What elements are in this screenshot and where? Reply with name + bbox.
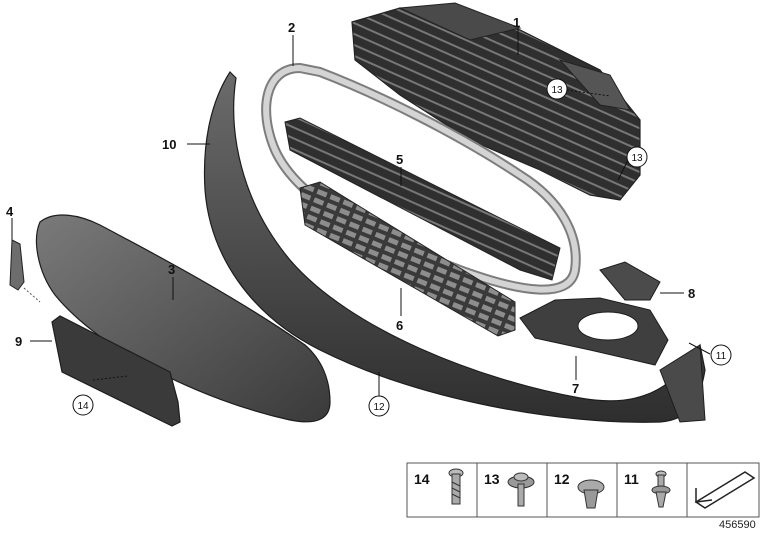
callout-1: 1 xyxy=(513,15,520,30)
svg-text:13: 13 xyxy=(551,85,563,96)
svg-text:13: 13 xyxy=(631,153,643,164)
grille-cover-part-8 xyxy=(599,261,661,301)
callout-13-lower: 13 xyxy=(626,146,648,168)
fog-lamp-frame-part-7 xyxy=(519,297,669,366)
fastener-legend: 14 13 12 11 xyxy=(406,462,760,518)
svg-text:11: 11 xyxy=(624,471,639,487)
radiator-grille-part-1 xyxy=(351,2,641,201)
grille-trim-ring-part-2 xyxy=(261,62,581,295)
callout-4: 4 xyxy=(6,204,14,219)
drawing-number: 456590 xyxy=(719,519,756,531)
callout-5: 5 xyxy=(396,152,403,167)
bumper-trim-part-10 xyxy=(203,71,706,423)
legend-item-14: 14 xyxy=(414,468,464,505)
washer-screw-icon xyxy=(507,472,535,507)
licence-plate-base-part-9 xyxy=(51,315,181,427)
svg-text:11: 11 xyxy=(716,351,727,362)
callout-3: 3 xyxy=(168,262,175,277)
screw-icon xyxy=(448,468,464,505)
callout-2: 2 xyxy=(288,20,295,35)
expanding-rivet-icon xyxy=(577,479,605,509)
front-arrow-icon xyxy=(694,471,756,509)
legend-item-13: 13 xyxy=(484,471,535,507)
callout-8: 8 xyxy=(688,286,695,301)
svg-text:12: 12 xyxy=(373,402,385,413)
callout-11: 11 xyxy=(710,344,732,366)
callout-12: 12 xyxy=(368,395,390,417)
svg-text:14: 14 xyxy=(77,401,89,412)
lower-apron-part-3 xyxy=(35,214,331,423)
svg-text:12: 12 xyxy=(554,471,570,487)
side-reflector-part-4 xyxy=(9,239,41,303)
callout-9: 9 xyxy=(15,334,22,349)
callout-7: 7 xyxy=(572,381,579,396)
leader-lines xyxy=(11,30,711,397)
callout-14: 14 xyxy=(72,394,94,416)
callout-10: 10 xyxy=(162,137,176,152)
lower-mesh-grille-part-6 xyxy=(299,181,516,337)
svg-text:13: 13 xyxy=(484,471,500,487)
legend-item-11: 11 xyxy=(624,470,671,508)
legend-item-12: 12 xyxy=(554,471,605,509)
callout-13-upper: 13 xyxy=(546,78,568,100)
svg-text:14: 14 xyxy=(414,471,430,487)
upper-grille-insert-part-5 xyxy=(284,117,561,281)
clip-icon xyxy=(651,470,671,508)
callout-6: 6 xyxy=(396,318,403,333)
